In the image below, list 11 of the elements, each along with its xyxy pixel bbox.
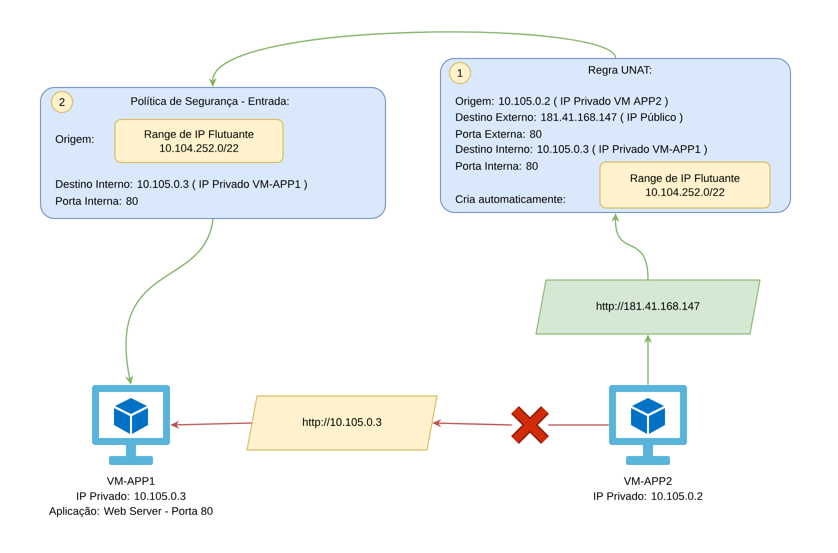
number-badge: 1 (449, 62, 471, 84)
cross-mark (510, 404, 550, 446)
range-box: Range de IP Flutuante 10.104.252.0/22 (600, 162, 770, 208)
connector-line (548, 424, 609, 426)
range-box: Range de IP Flutuante 10.104.252.0/22 (114, 119, 284, 163)
node-label: VM-APP1 (106, 477, 155, 485)
node-label: IP Privado: 10.105.0.3 (77, 492, 186, 500)
node-label: VM-APP2 (624, 477, 672, 485)
node-label: IP Privado: 10.105.0.2 (594, 492, 702, 500)
node-label: Aplicação: Web Server - Porta 80 (49, 506, 213, 518)
number-badge: 2 (51, 91, 73, 113)
